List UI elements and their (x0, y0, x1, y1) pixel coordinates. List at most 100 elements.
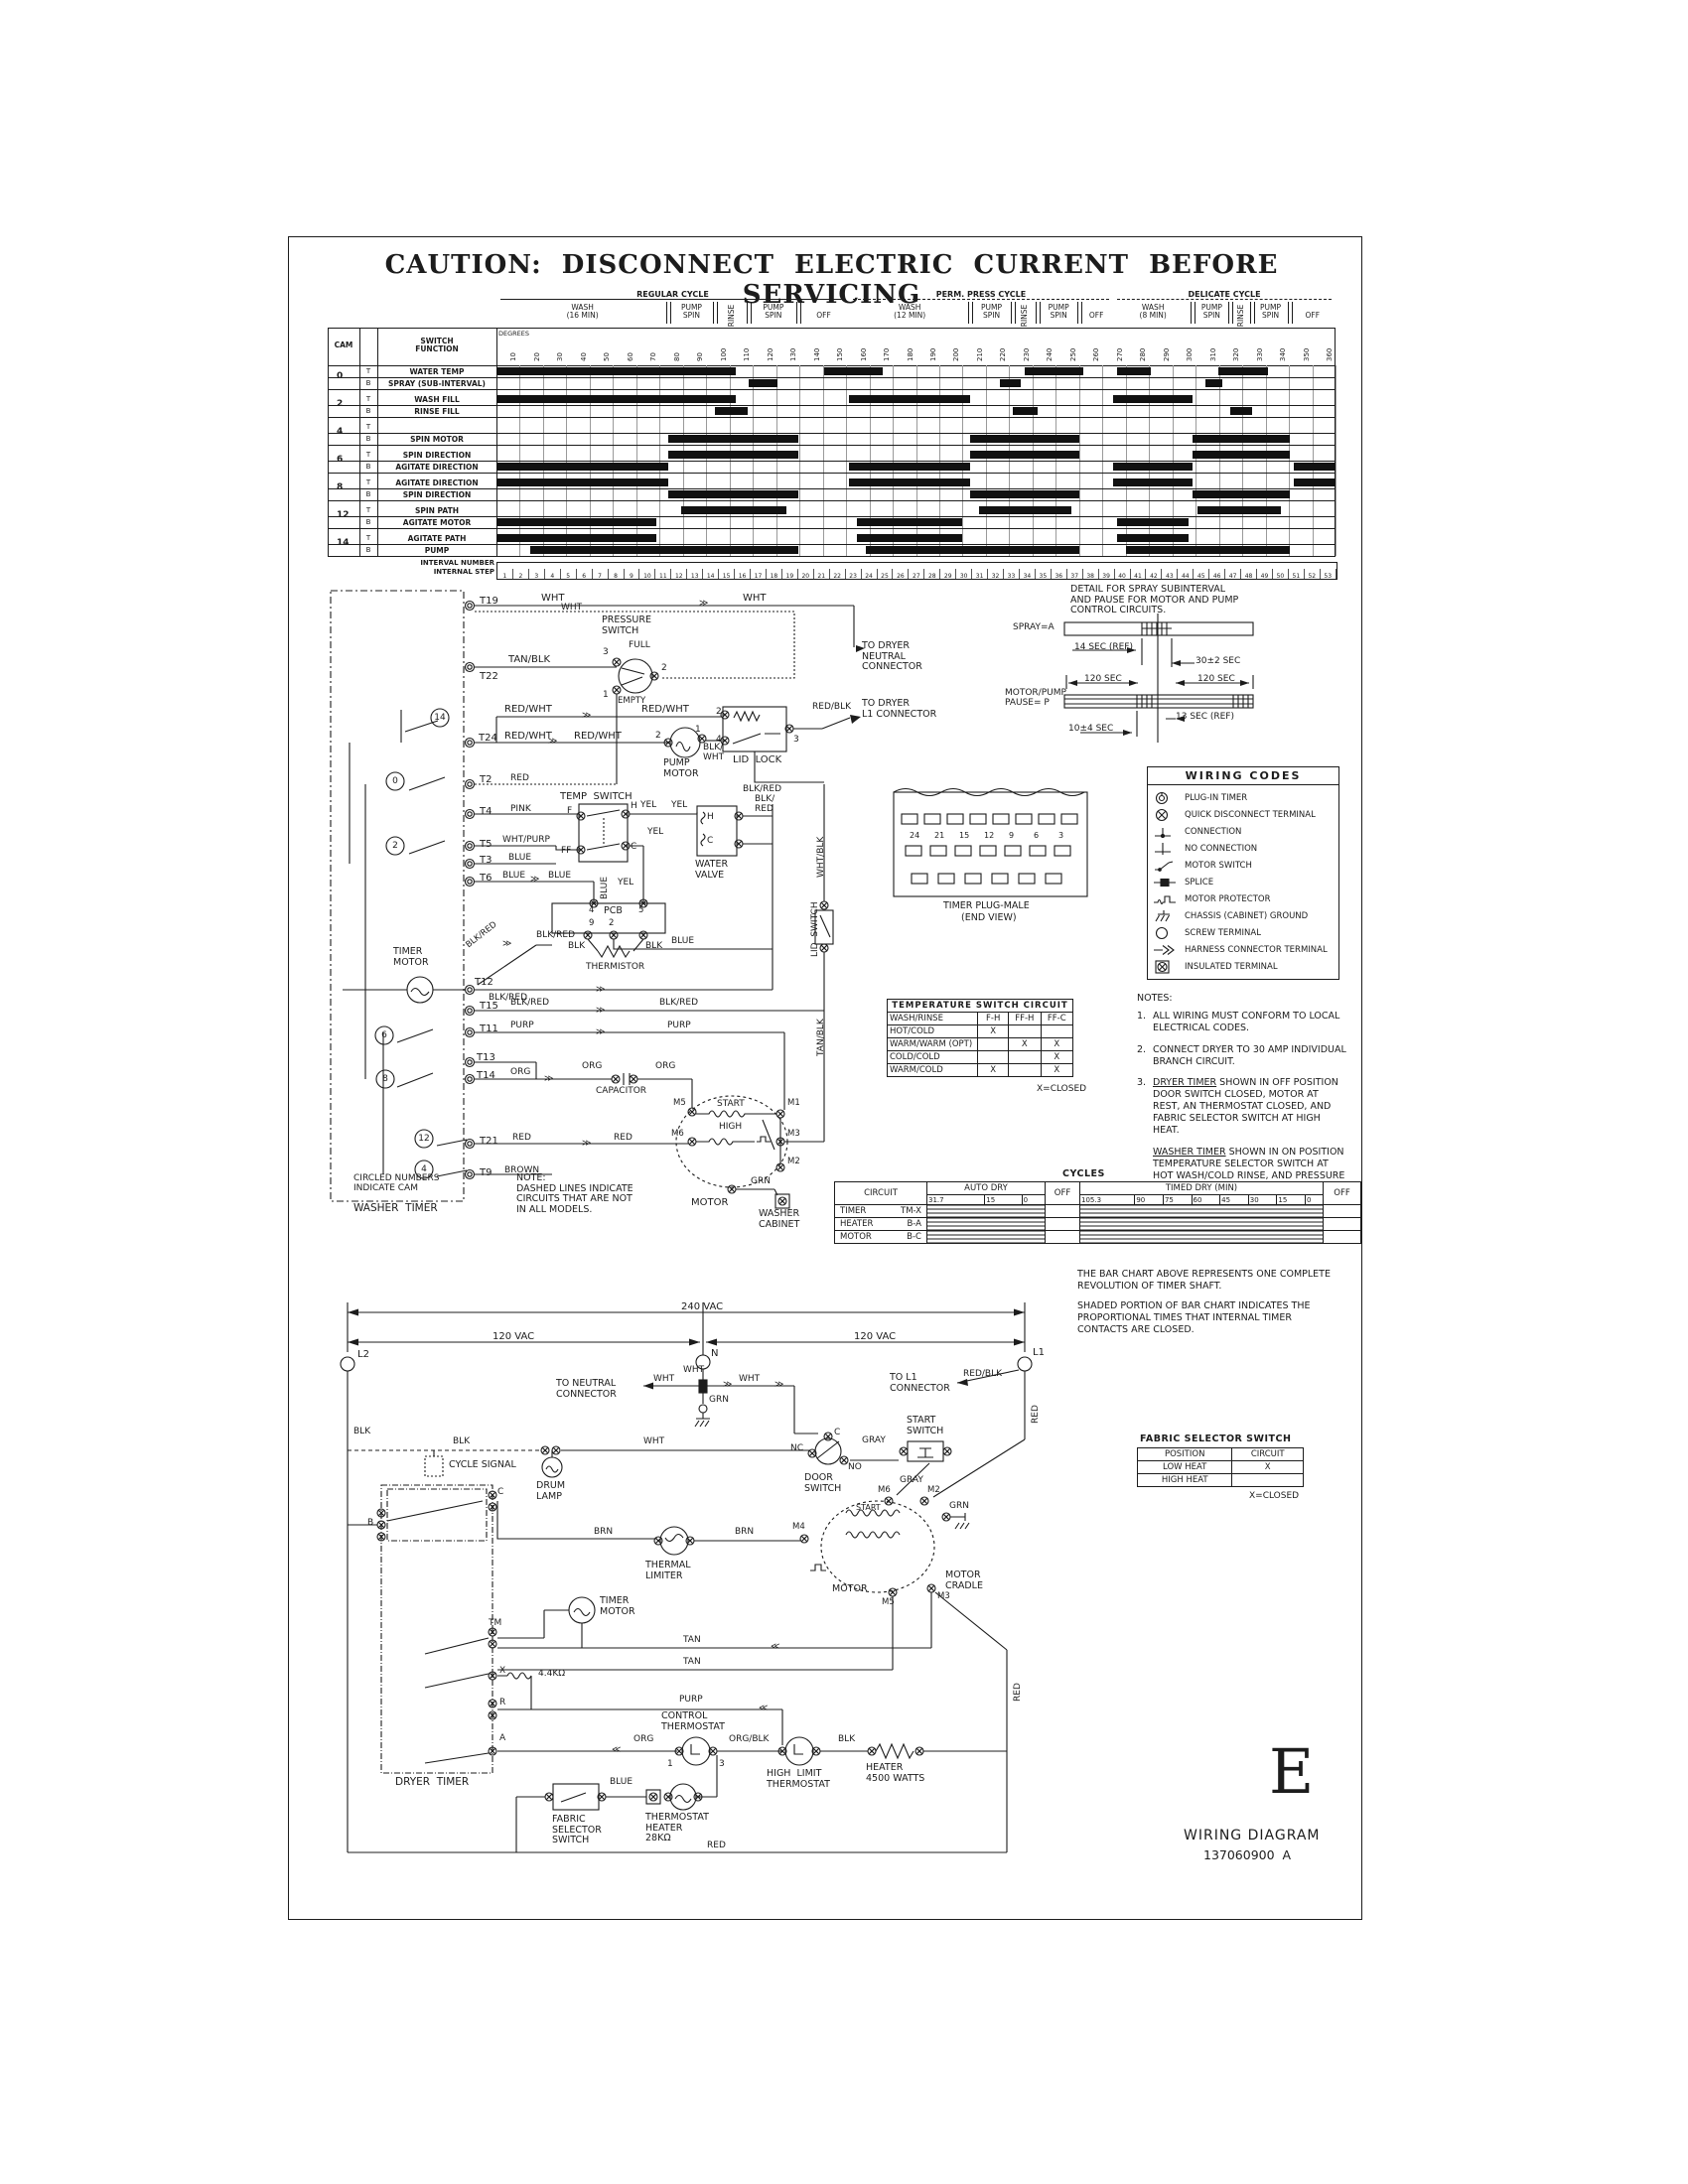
wiring-code-item: NO CONNECTION (1148, 840, 1338, 857)
cam-bar (848, 395, 971, 403)
dryer-label: RED (707, 1841, 726, 1850)
segment-tick (716, 302, 718, 324)
cycles-tick: 45 (1219, 1194, 1249, 1205)
washer-label: 2 (716, 707, 722, 717)
washer-label: ≫ (596, 985, 606, 995)
dryer-label: BLK (453, 1436, 471, 1446)
washer-label: H (707, 812, 714, 822)
chart-el (328, 461, 1336, 462)
dryer-label: BLUE (610, 1777, 633, 1787)
timer-plug-pin: 12 (984, 831, 995, 840)
cycles-autodry-header: AUTO DRY (926, 1181, 1046, 1195)
chart-el (328, 365, 1336, 366)
temp-table-cell (1008, 1024, 1042, 1038)
washer-label: HIGH (719, 1122, 743, 1132)
chart-el (328, 488, 1336, 489)
washer-label: WHT/PURP (502, 835, 550, 845)
cycle-segment-label: OFF (1305, 311, 1321, 320)
cam-bar (496, 518, 656, 526)
segment-tick (796, 302, 798, 324)
washer-label: TO DRYER L1 CONNECTOR (862, 698, 937, 720)
cam-row-number: 0 (337, 371, 344, 381)
cam-bar (1193, 451, 1290, 459)
cycle-segment-label: WASH (8 MIN) (1139, 303, 1167, 321)
temp-table-cell: X (1008, 1037, 1042, 1051)
washer-label: MOTOR (691, 1197, 729, 1208)
cam-bar (668, 451, 799, 459)
washer-label: T14 (477, 1070, 495, 1081)
dryer-label: A (499, 1733, 506, 1743)
segment-tick (750, 302, 752, 324)
temp-col-header: FF-C (1040, 1012, 1074, 1025)
cam-row-side: T (365, 534, 371, 542)
temp-col-header: FF-H (1008, 1012, 1042, 1025)
wiring-code-label: NO CONNECTION (1185, 843, 1258, 854)
washer-label: 3 (793, 735, 799, 745)
timer-plug-caption-2: (END VIEW) (961, 912, 1017, 923)
interval-number: 21 (814, 569, 830, 579)
wiring-code-label: CONNECTION (1185, 826, 1242, 837)
cycles-off-cell (1323, 1230, 1361, 1244)
interval-number: 15 (719, 569, 736, 579)
cycles-timeddry-bar (1079, 1230, 1324, 1244)
cam-row-label: SPIN DIRECTION (402, 450, 472, 460)
segment-tick (1253, 302, 1255, 324)
washer-label: TEMP SWITCH (560, 791, 633, 802)
temp-table-cell: X (1040, 1037, 1074, 1051)
cam-bar (1117, 518, 1190, 526)
cam-column-header: CAM (334, 341, 353, 349)
washer-label: PRESSURE SWITCH (602, 614, 651, 636)
washer-label: T11 (480, 1024, 498, 1034)
interval-number: 53 (1321, 569, 1336, 579)
interval-number: 10 (639, 569, 656, 579)
note-text: DRYER TIMER SHOWN IN OFF POSITION DOOR S… (1153, 1077, 1338, 1136)
cam-row-side: B (365, 518, 371, 526)
screw-terminal-icon (1155, 926, 1169, 939)
cam-row-label: AGITATE PATH (407, 533, 467, 543)
dryer-label: L2 (357, 1349, 369, 1360)
cycle-segment-label: PUMP SPIN (1259, 303, 1282, 321)
washer-label: TAN/BLK (508, 654, 551, 665)
interval-number: 39 (1099, 569, 1115, 579)
washer-label: RED/WHT (504, 731, 552, 742)
wiring-code-label: MOTOR PROTECTOR (1185, 893, 1271, 904)
segment-tick (1010, 302, 1012, 324)
washer-label: YEL (647, 827, 664, 837)
cam-bar (1113, 463, 1194, 471)
interval-number: 35 (1036, 569, 1052, 579)
cycles-off-cell (1045, 1230, 1080, 1244)
dryer-label: GRN (949, 1501, 969, 1511)
washer-label: BLK/RED (489, 993, 527, 1003)
cam-row-number: 12 (337, 510, 350, 520)
interval-number: 52 (1305, 569, 1321, 579)
cam-bar (970, 451, 1080, 459)
chart-el (328, 500, 1336, 501)
cam-bar (496, 478, 669, 486)
washer-label: 9 (589, 918, 595, 928)
interval-number: 29 (940, 569, 957, 579)
interval-number: 9 (625, 569, 640, 579)
chart-el (359, 328, 360, 556)
bar-chart-caption-2: SHADED PORTION OF BAR CHART INDICATES TH… (1077, 1299, 1311, 1336)
washer-label: ≫ (596, 1006, 606, 1016)
washer-label: T15 (480, 1001, 498, 1012)
note-number: 3. (1137, 1077, 1147, 1089)
washer-label: T24 (479, 733, 497, 744)
cam-number-2: 2 (392, 840, 398, 851)
washer-label: ≫ (582, 1139, 592, 1149)
wiring-code-item: SPLICE (1148, 874, 1338, 890)
washer-label: THERMISTOR (586, 962, 645, 972)
cycles-tick: 15 (984, 1194, 1023, 1205)
segment-tick (1014, 302, 1016, 324)
cycles-off-cell (1045, 1217, 1080, 1231)
washer-label: 3 (603, 647, 609, 657)
segment-tick (1291, 302, 1293, 324)
spray-detail-label: 30±2 SEC (1196, 656, 1241, 666)
washer-label: T6 (480, 873, 492, 884)
washer-label: PINK (510, 804, 531, 814)
wiring-code-item: SCREW TERMINAL (1148, 924, 1338, 941)
segment-tick (712, 302, 714, 324)
